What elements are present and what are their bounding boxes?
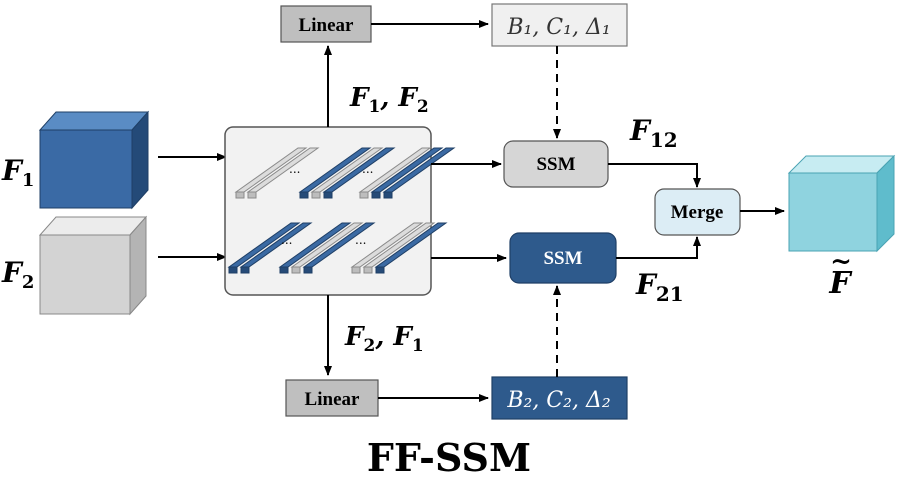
input-cube-f1 xyxy=(38,110,150,210)
caption: FF-SSM xyxy=(367,435,531,478)
ellipsis-bottom-2: ... xyxy=(355,233,366,247)
token-bar-bottom-4 xyxy=(290,222,364,274)
params-top-text: B₁, C₁, Δ₁ xyxy=(506,15,610,40)
output-cube xyxy=(787,154,896,253)
ssm-bottom-label: SSM xyxy=(543,248,582,269)
label-f21: F21 xyxy=(635,268,684,306)
input-cube-f2 xyxy=(38,215,148,316)
ssm-top-label: SSM xyxy=(536,154,575,175)
arrow-ssm-top-to-merge xyxy=(608,163,701,188)
scan-panel xyxy=(224,126,432,296)
linear-bottom-label: Linear xyxy=(305,389,360,410)
token-bar-top-8 xyxy=(382,147,456,199)
token-bar-top-7 xyxy=(370,147,444,199)
token-bar-top-4 xyxy=(310,147,384,199)
linear-bottom-box xyxy=(285,379,379,417)
token-bar-bottom-8 xyxy=(374,222,448,274)
ellipsis-top-1: ... xyxy=(289,162,300,176)
params-bottom-box xyxy=(491,376,628,420)
order-label-bottom: F2, F1 xyxy=(344,322,424,356)
bars-top-row xyxy=(234,147,456,199)
linear-top-box xyxy=(280,5,372,43)
order-label-top: F1, F2 xyxy=(349,83,429,117)
ellipsis-bottom-1: ... xyxy=(281,233,292,247)
params-top-box xyxy=(491,3,628,47)
merge-label: Merge xyxy=(671,202,724,223)
bars-bottom-row xyxy=(227,222,448,274)
label-result: F xyxy=(828,266,853,301)
token-bar-bottom-7 xyxy=(362,222,436,274)
token-bar-bottom-2 xyxy=(239,222,313,274)
token-bar-top-3 xyxy=(298,147,372,199)
token-bar-top-6 xyxy=(358,147,432,199)
params-bottom-text: B₂, C₂, Δ₂ xyxy=(506,388,610,413)
linear-top-label: Linear xyxy=(299,15,354,36)
token-bar-bottom-6 xyxy=(350,222,424,274)
token-bar-top-1 xyxy=(234,147,308,199)
token-bar-top-5 xyxy=(322,147,396,199)
ellipsis-top-2: ... xyxy=(362,162,373,176)
label-f1: F1 xyxy=(1,154,34,191)
token-bar-bottom-1 xyxy=(227,222,301,274)
token-bar-top-2 xyxy=(246,147,320,199)
label-result-accent: ~ xyxy=(830,247,852,277)
token-bar-bottom-5 xyxy=(302,222,376,274)
label-f12: F12 xyxy=(629,114,678,152)
arrow-ssm-bottom-to-merge xyxy=(616,236,701,259)
token-bar-bottom-3 xyxy=(278,222,352,274)
label-f2: F2 xyxy=(1,256,34,293)
